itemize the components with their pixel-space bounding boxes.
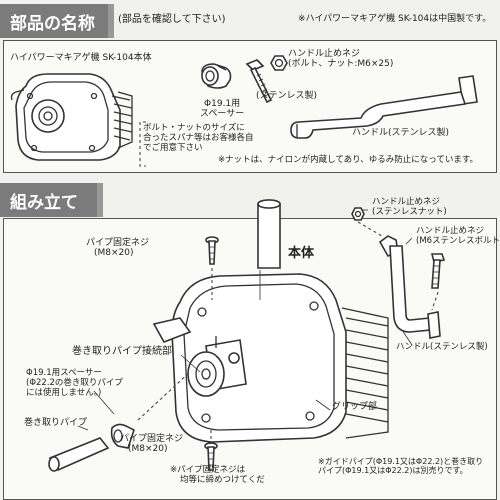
- section1-header: 部品の名称: [0, 4, 108, 38]
- machine-illustration-small: [10, 73, 133, 161]
- section1-header-tail: [108, 4, 114, 38]
- handle-nut-label-line1: ハンドル止めネジ: [372, 197, 441, 207]
- section2-title: 組み立て: [10, 192, 78, 213]
- nut-illustration: [270, 55, 288, 71]
- take-pipe-label: 巻き取りパイプ: [24, 418, 88, 428]
- handle-bolt-label: ハンドル止めネジ (M6ステンレスボルト): [416, 226, 500, 247]
- handle-bolt-label-line1: ハンドル止めネジ: [416, 226, 485, 236]
- handle-nut-label-line2: (ステンレスナット): [372, 206, 447, 217]
- section1-note: (部品を確認して下さい): [118, 14, 226, 25]
- spacer-assembly-label-line3: には使用しません。): [26, 387, 102, 398]
- handle-illustration: [290, 75, 478, 139]
- pipe-screw-top-illustration: [205, 236, 219, 265]
- grip-label: グリップ部: [332, 402, 378, 412]
- bottom-note-line2: 均等に締めつけてくだ: [180, 474, 265, 485]
- screw-label-line2: (ボルト、ナット:M6×25): [288, 59, 394, 70]
- section1-title: 部品の名称: [10, 13, 95, 34]
- bolt-note-line2: 合ったスパナ等はお客様各自: [143, 132, 254, 143]
- spacer-illustration: [201, 63, 232, 89]
- bolt-note: ボルト・ナットのサイズに 合ったスパナ等はお客様各自 でご用意下さい: [143, 123, 254, 153]
- spacer-label-line1: Φ19.1用: [204, 99, 241, 109]
- guide-note-line1: ※ガイドパイプ(Φ19.1又はΦ22.2)と巻き取り: [318, 457, 484, 466]
- guide-pole: [257, 199, 281, 269]
- screw-label-line1: ハンドル止めネジ: [288, 49, 361, 59]
- handle-illustration-large: [378, 235, 441, 339]
- spacer-assembly-label-line2: (Φ22.2の巻き取りパイプ: [26, 377, 123, 388]
- main-body-label: 本体: [288, 246, 315, 261]
- spacer-assembly-label: Φ19.1用スペーサー (Φ22.2の巻き取りパイプ には使用しません。): [26, 368, 123, 398]
- handle-bolt-illustration: [430, 253, 446, 289]
- bolt-note-bracket: [139, 121, 146, 167]
- bottom-note-line1: ※パイプ固定ネジは: [170, 465, 246, 475]
- guide-note-line2: パイプ(Φ19.1又はΦ22.2)は別売りです。: [318, 466, 468, 476]
- spacer-label-line2: スペーサー: [200, 109, 245, 120]
- handle-bolt-label-line2: (M6ステンレスボルト): [416, 235, 500, 246]
- machine-illustration-large: [152, 273, 389, 443]
- bottom-note: ※パイプ固定ネジは 均等に締めつけてくだ: [170, 465, 265, 486]
- section2-header-tail: [97, 183, 103, 217]
- pipe-screw-top-label: パイプ固定ネジ (M8×20): [86, 238, 149, 259]
- handle-nut-label: ハンドル止めネジ (ステンレスナット): [372, 197, 447, 218]
- pipe-joint-label: 巻き取りパイプ接続部: [72, 346, 172, 357]
- spacer-label: Φ19.1用 スペーサー: [200, 99, 244, 120]
- section2-header: 組み立て: [0, 183, 97, 217]
- handle-assembly-label: ハンドル(ステンレス製): [396, 342, 488, 352]
- origin-note: ※ハイパワーマキアゲ機 SK-104は中国製です。: [298, 14, 492, 24]
- guide-note: ※ガイドパイプ(Φ19.1又はΦ22.2)と巻き取り パイプ(Φ19.1又はΦ2…: [318, 457, 483, 475]
- bolt-note-line1: ボルト・ナットのサイズに: [143, 123, 245, 133]
- take-pipe-illustration: [48, 423, 135, 472]
- screw-label: ハンドル止めネジ (ボルト、ナット:M6×25): [288, 49, 393, 70]
- pipe-screw-top-label-line1: パイプ固定ネジ: [86, 238, 150, 248]
- steel-label: (ステンレス製): [256, 91, 318, 101]
- handle-label-parts: ハンドル(ステンレス製): [352, 128, 450, 138]
- pipe-screw-top-label-line2: (M8×20): [94, 248, 134, 259]
- pipe-screw-bottom-label: パイプ固定ネジ (M8×20): [120, 434, 183, 455]
- handle-nut-illustration: [351, 207, 365, 221]
- pipe-screw-bottom-label-line1: パイプ固定ネジ: [120, 434, 184, 444]
- bolt-illustration: [245, 59, 273, 104]
- bolt-note-line3: でご用意下さい: [143, 142, 203, 153]
- machine-label: ハイパワーマキアゲ機 SK-104本体: [10, 53, 152, 63]
- nut-note: ※ナットは、ナイロンが内蔵してあり、ゆるみ防止になっています。: [218, 155, 479, 165]
- spacer-assembly-label-line1: Φ19.1用スペーサー: [26, 368, 102, 378]
- pipe-screw-bottom-label-line2: (M8×20): [128, 444, 168, 455]
